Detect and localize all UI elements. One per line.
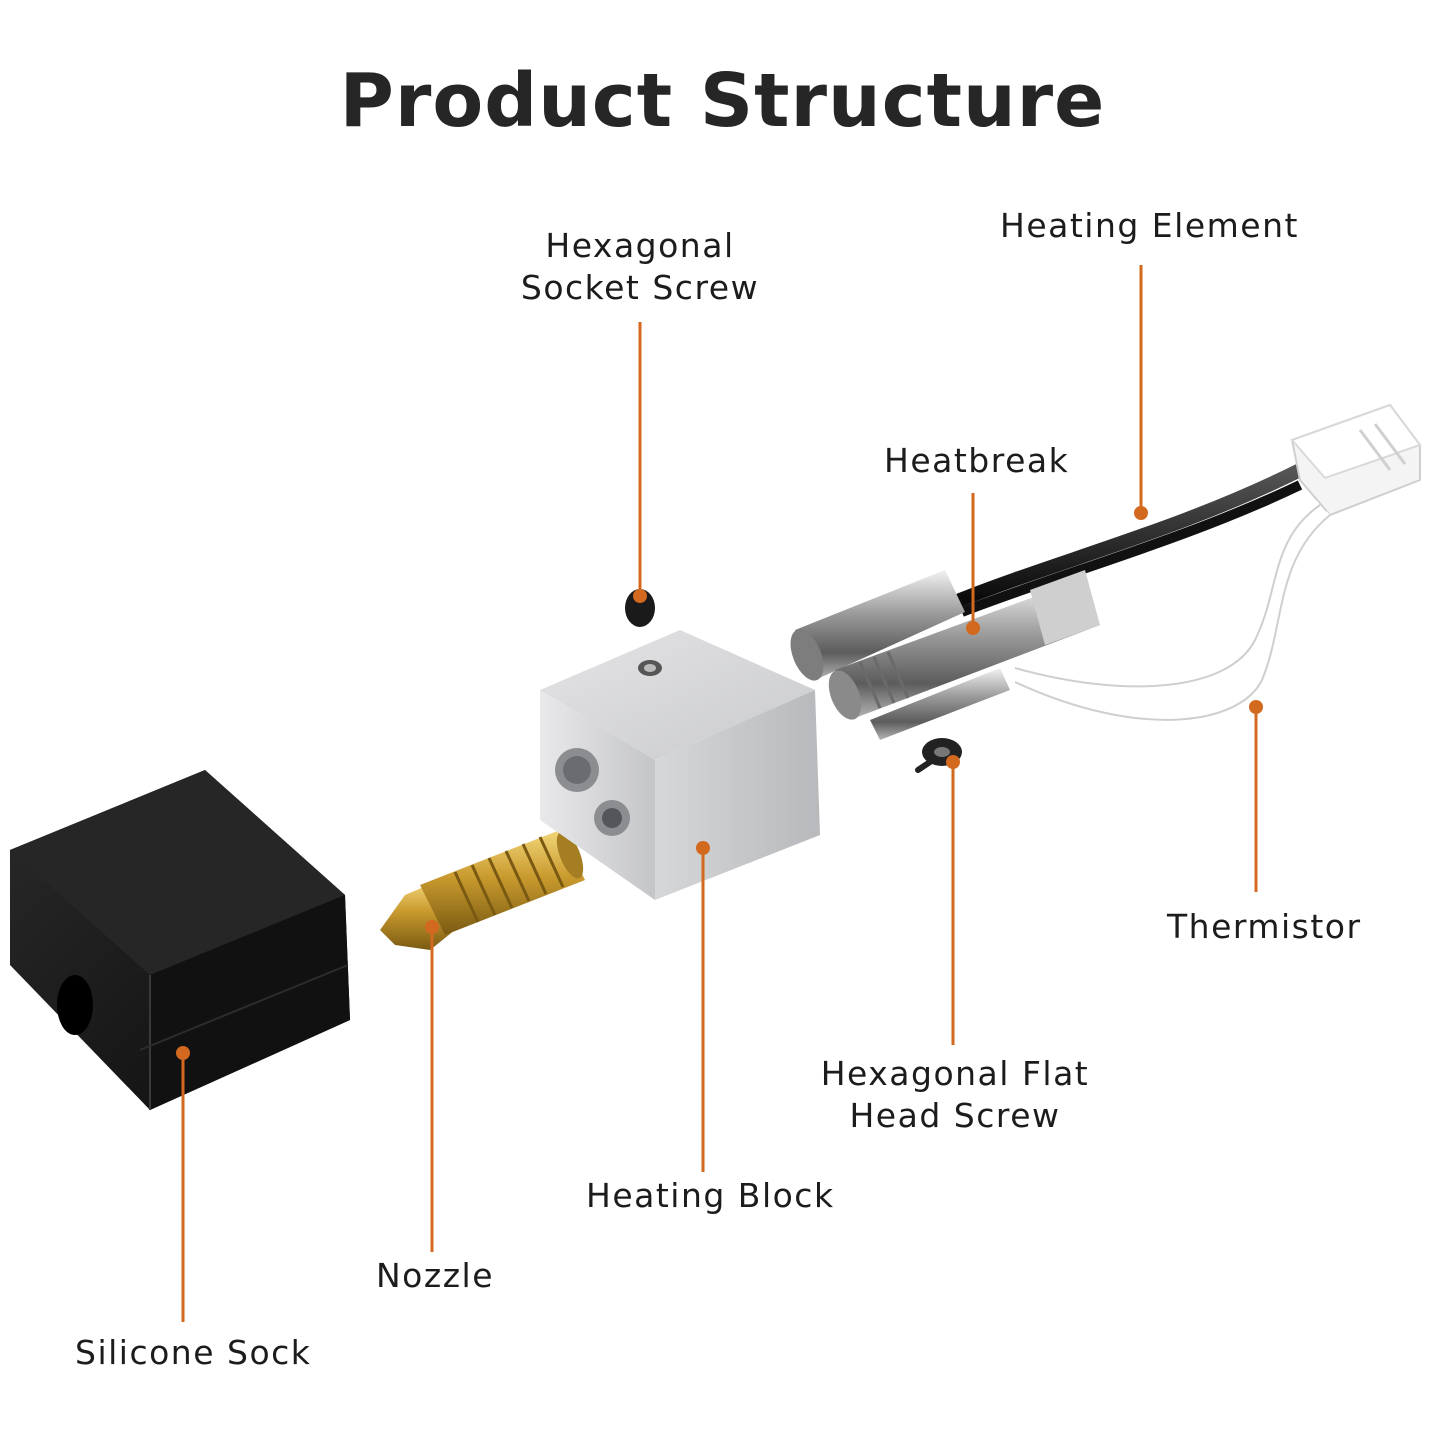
silicone-sock-part <box>10 770 350 1110</box>
hex-socket-screw-part <box>625 589 655 627</box>
label-line: Head Screw <box>849 1096 1061 1135</box>
label-line: Hexagonal <box>545 226 735 265</box>
leader-heating-block-dot <box>696 841 710 855</box>
label-line: Hexagonal Flat <box>820 1054 1090 1093</box>
leader-lines <box>176 265 1263 1322</box>
leader-heatbreak-dot <box>966 621 980 635</box>
heatbreak-part <box>828 570 1100 720</box>
label-hex-socket-screw: Hexagonal Socket Screw <box>500 225 780 309</box>
label-nozzle: Nozzle <box>376 1256 494 1295</box>
page-title: Product Structure <box>339 58 1106 144</box>
label-heatbreak: Heatbreak <box>884 441 1070 480</box>
leader-heating-element-dot <box>1134 506 1148 520</box>
label-heating-element: Heating Element <box>1000 206 1299 245</box>
heating-block-part <box>540 630 820 900</box>
leader-thermistor-dot <box>1249 700 1263 714</box>
label-line: Socket Screw <box>520 268 760 307</box>
label-thermistor: Thermistor <box>1167 907 1362 946</box>
leader-silicone-sock-dot <box>176 1046 190 1060</box>
label-hex-flat-head-screw: Hexagonal Flat Head Screw <box>800 1053 1110 1137</box>
heating-element-part <box>790 463 1307 681</box>
nozzle-part <box>380 830 585 950</box>
leader-hex-flat-head-screw-dot <box>946 755 960 769</box>
thermistor-part <box>870 500 1334 740</box>
leader-hex-socket-screw-dot <box>633 589 647 603</box>
label-heating-block: Heating Block <box>586 1176 835 1215</box>
connector-part <box>1290 403 1422 517</box>
leader-nozzle-dot <box>425 920 439 934</box>
label-silicone-sock: Silicone Sock <box>75 1333 312 1372</box>
